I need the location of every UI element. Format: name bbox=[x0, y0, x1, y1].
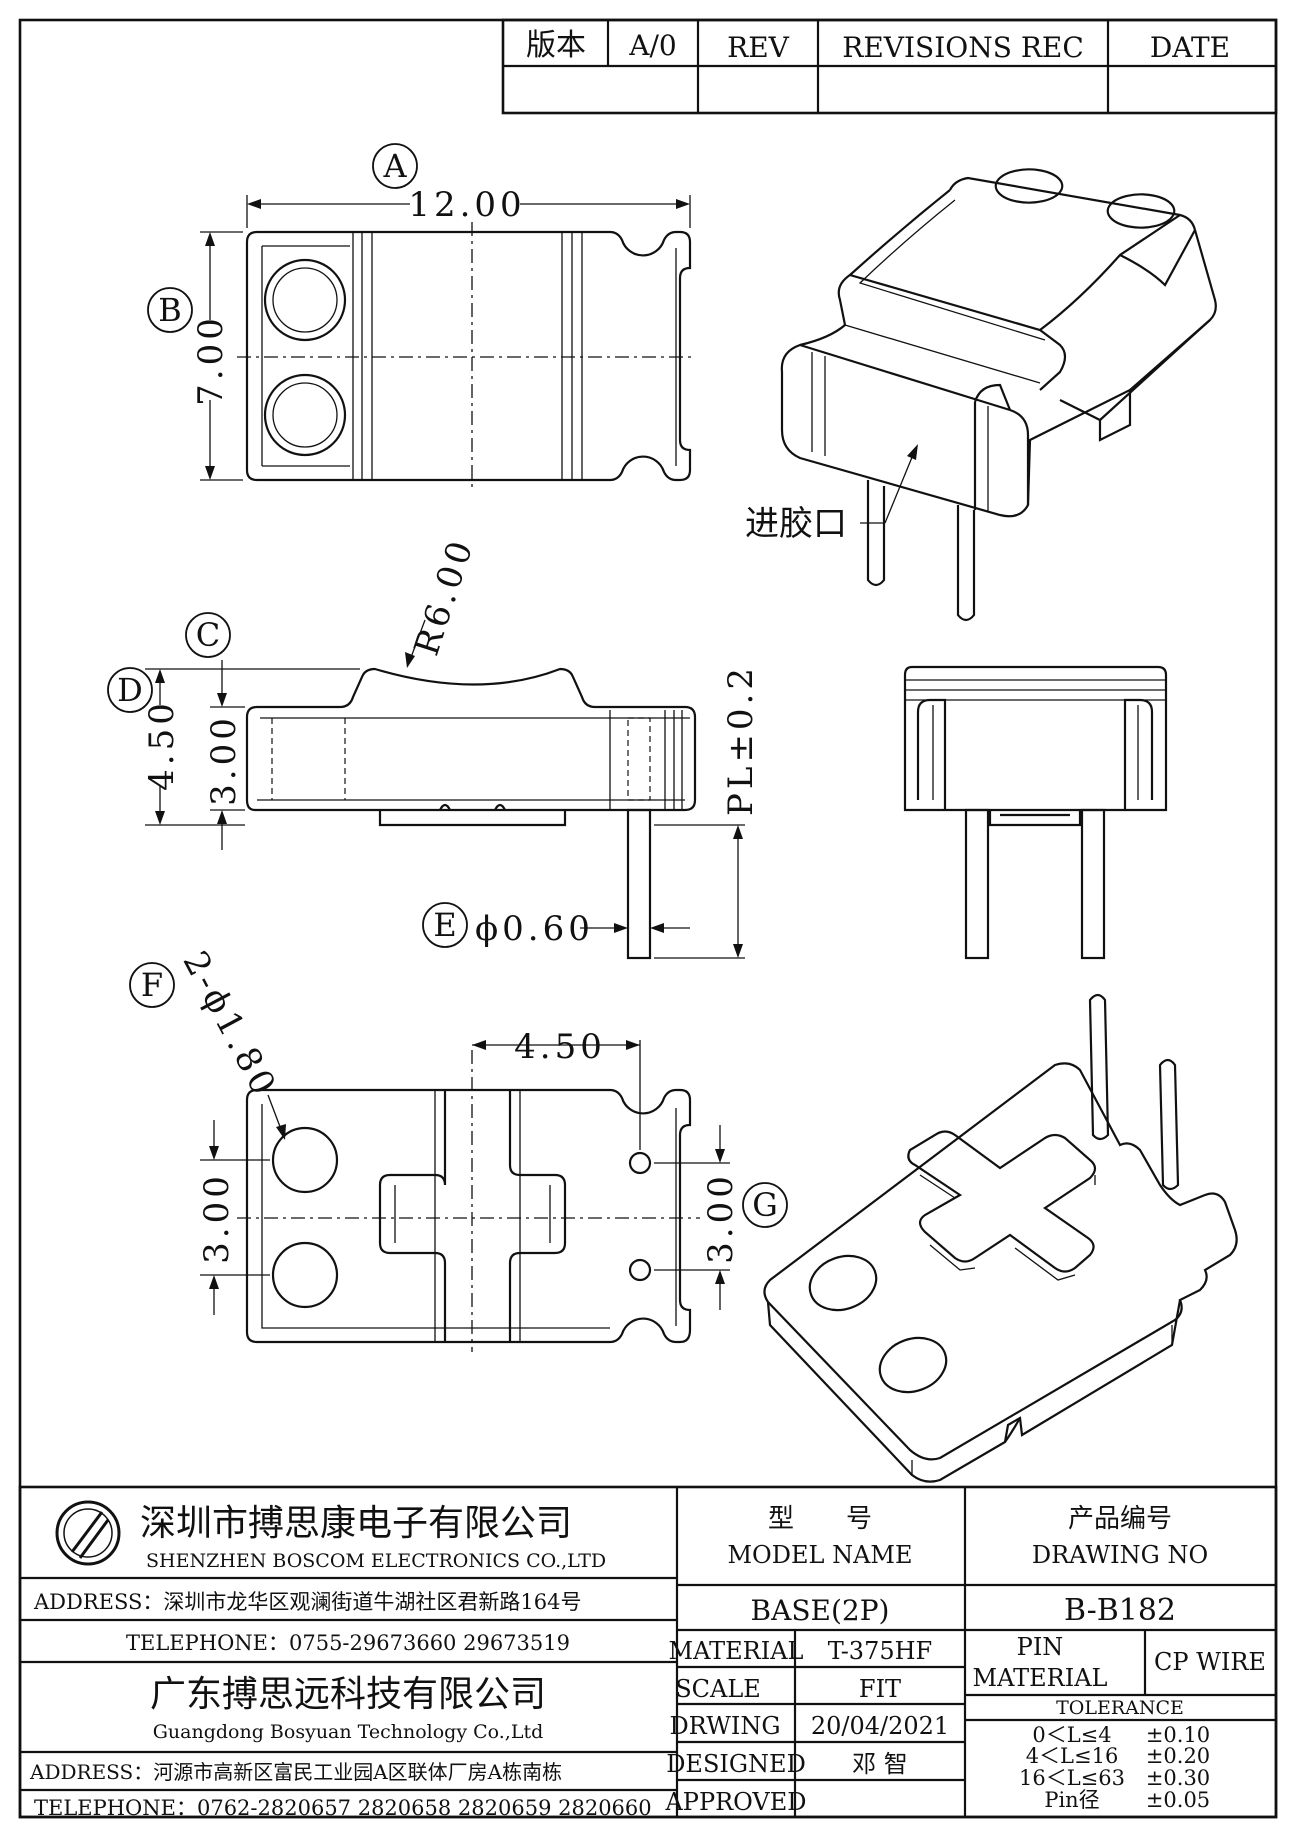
drawing-value: B-B182 bbox=[1064, 1593, 1176, 1628]
radius-dim: R6.00 bbox=[407, 533, 483, 661]
hole-spec-dim: 2-ϕ1.80 bbox=[174, 945, 284, 1105]
model-value: BASE(2P) bbox=[751, 1594, 890, 1627]
material-value: T-375HF bbox=[828, 1637, 932, 1665]
address-1: ADDRESS：深圳市龙华区观澜街道牛湖社区君新路164号 bbox=[33, 1590, 581, 1614]
drawing-en: DRAWING NO bbox=[1032, 1541, 1208, 1569]
side-view bbox=[903, 665, 1168, 960]
material-label: MATERIAL bbox=[669, 1637, 804, 1665]
tolerance-value-2: ±0.20 bbox=[1146, 1744, 1210, 1768]
balloon-e: E bbox=[433, 906, 456, 944]
balloon-g: G bbox=[752, 1186, 778, 1224]
balloon-f: F bbox=[141, 966, 163, 1004]
balloon-b: B bbox=[158, 291, 182, 329]
tolerance-value-1: ±0.10 bbox=[1146, 1723, 1210, 1747]
revisions-label: REVISIONS REC bbox=[842, 31, 1084, 64]
drawing-label: DRWING bbox=[669, 1712, 780, 1740]
top-width-dim: 12.00 bbox=[408, 185, 525, 225]
company-logo bbox=[55, 1500, 121, 1566]
bottom-view: 4.50 3.00 3.00 2-ϕ1.80 F G bbox=[129, 945, 788, 1352]
balloon-d: D bbox=[117, 671, 143, 709]
company-cn: 深圳市搏思康电子有限公司 bbox=[140, 1503, 572, 1544]
right-pitch-dim: 3.00 bbox=[701, 1172, 741, 1264]
tolerance-value-4: ±0.05 bbox=[1146, 1788, 1210, 1812]
top-height-dim: 7.00 bbox=[191, 314, 231, 406]
sheet-border bbox=[18, 18, 1278, 1819]
designed-value: 邓 智 bbox=[852, 1750, 908, 1778]
pin-diameter-dim: ϕ0.60 bbox=[475, 909, 594, 949]
iso-view-top: 进胶口 bbox=[745, 168, 1217, 622]
hole-spacing-dim: 4.50 bbox=[514, 1027, 606, 1067]
balloon-c: C bbox=[196, 616, 220, 654]
version-value: A/0 bbox=[628, 29, 676, 62]
company-2-cn: 广东搏思远科技有限公司 bbox=[150, 1674, 546, 1715]
tolerance-value-3: ±0.30 bbox=[1146, 1766, 1210, 1790]
approved-label: APPROVED bbox=[664, 1788, 806, 1816]
side-total-height-dim: 4.50 bbox=[142, 699, 182, 791]
pin-material-value: CP WIRE bbox=[1154, 1648, 1266, 1676]
rev-label: REV bbox=[727, 31, 790, 64]
balloon-a: A bbox=[382, 147, 407, 185]
model-en: MODEL NAME bbox=[727, 1541, 912, 1569]
side-body-height-dim: 3.00 bbox=[204, 714, 244, 806]
front-view: R6.00 4.50 3.00 PL±0.2 ϕ0.60 C D E bbox=[107, 533, 761, 960]
top-view: 12.00 7.00 A B bbox=[147, 143, 695, 490]
pin-length-dim: PL±0.2 bbox=[721, 664, 761, 816]
pin-material-label-1: PIN bbox=[1017, 1633, 1064, 1661]
pin-material-label-2: MATERIAL bbox=[973, 1664, 1108, 1692]
drawing-cn: 产品编号 bbox=[1068, 1504, 1172, 1534]
scale-label: SCALE bbox=[675, 1675, 761, 1703]
tolerance-label: TOLERANCE bbox=[1056, 1697, 1184, 1719]
title-block: 深圳市搏思康电子有限公司 SHENZHEN BOSCOM ELECTRONICS… bbox=[18, 1485, 1278, 1820]
iso-view-bottom bbox=[763, 993, 1238, 1483]
scale-value: FIT bbox=[859, 1675, 901, 1703]
model-cn: 型 号 bbox=[768, 1504, 872, 1534]
tolerance-range-1: 0＜L≤4 bbox=[1032, 1723, 1111, 1747]
designed-label: DESIGNED bbox=[666, 1750, 806, 1778]
left-pitch-dim: 3.00 bbox=[197, 1172, 237, 1264]
telephone-1: TELEPHONE：0755-29673660 29673519 bbox=[126, 1631, 570, 1655]
revision-table: 版本 A/0 REV REVISIONS REC DATE bbox=[501, 18, 1278, 115]
company-2-en: Guangdong Bosyuan Technology Co.,Ltd bbox=[153, 1721, 544, 1743]
injection-label: 进胶口 bbox=[745, 504, 847, 544]
drawing-date: 20/04/2021 bbox=[811, 1712, 949, 1740]
version-label: 版本 bbox=[526, 28, 586, 63]
tolerance-range-4: Pin径 bbox=[1044, 1788, 1099, 1812]
tolerance-range-2: 4＜L≤16 bbox=[1026, 1744, 1119, 1768]
date-label: DATE bbox=[1150, 31, 1230, 64]
address-2: ADDRESS：河源市高新区富民工业园A区联体厂房A栋南栋 bbox=[29, 1760, 562, 1784]
tolerance-range-3: 16＜L≤63 bbox=[1019, 1766, 1125, 1790]
company-en: SHENZHEN BOSCOM ELECTRONICS CO.,LTD bbox=[146, 1550, 606, 1572]
